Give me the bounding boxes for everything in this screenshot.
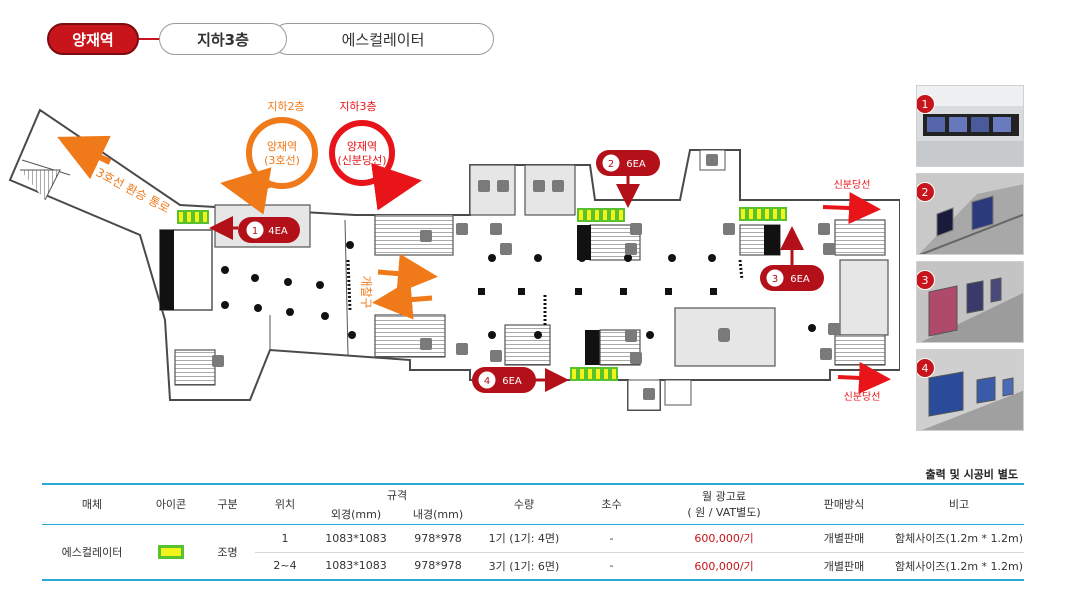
breadcrumb-station[interactable]: 양재역 [47, 23, 139, 55]
cell-sales: 개별판매 [794, 524, 894, 553]
transfer-arrow [57, 135, 112, 180]
table-row: 에스컬레이터 조명 1 1083*1083 978*978 1기 (1기: 4면… [42, 524, 1024, 581]
marker-1-num: 1 [252, 226, 258, 237]
breadcrumb-media[interactable]: 에스컬레이터 [272, 23, 494, 55]
header-sides: 초수 [569, 483, 654, 525]
cell-quantity: 1기 (1기: 4면) [479, 524, 569, 553]
gate-label: 개찰구 [359, 275, 373, 308]
photo-3-number: 3 [917, 270, 935, 290]
sinbundang-station-name: 양재역 [347, 140, 377, 153]
header-type: 구분 [200, 483, 255, 525]
breadcrumb-floor-label: 지하3층 [197, 30, 249, 49]
exit-top-label: 신분당선 [834, 179, 871, 191]
sinbundang-direction-icon [329, 120, 422, 211]
breadcrumb-floor[interactable]: 지하3층 [159, 23, 287, 55]
marker-4[interactable]: 4 6EA [472, 367, 569, 393]
marker-2-num: 2 [608, 159, 614, 170]
cell-remarks: 함체사이즈(1.2m * 1.2m) [894, 552, 1024, 581]
photo-3[interactable]: 3 [916, 261, 1024, 343]
cell-sides: - [569, 524, 654, 553]
marker-2[interactable]: 2 6EA [596, 150, 660, 208]
cell-outer: 1083*1083 [315, 552, 397, 581]
line3-station-name: 양재역 [267, 140, 297, 153]
photo-4-number: 4 [917, 358, 935, 378]
marker-3[interactable]: 3 6EA [760, 226, 824, 291]
cell-position: 2~4 [255, 552, 315, 581]
marker-1-count: 4EA [268, 226, 288, 237]
marker-4-num: 4 [484, 376, 490, 387]
spec-table: 매체 아이콘 구분 위치 규격 수량 초수 월 광고료 ( 원 / VAT별도)… [42, 483, 1024, 581]
cell-outer: 1083*1083 [315, 524, 397, 553]
breadcrumb-media-label: 에스컬레이터 [341, 30, 425, 49]
photo-1-image [917, 86, 1023, 166]
marker-3-count: 6EA [790, 274, 810, 285]
table-row: 2~4 1083*1083 978*978 3기 (1기: 6면) - 600,… [42, 552, 1024, 581]
header-spec: 규격 [315, 483, 479, 504]
header-quantity: 수량 [479, 483, 569, 525]
gates [346, 259, 744, 325]
gate-arrow-in [377, 253, 438, 294]
breadcrumb-connector [135, 38, 163, 40]
sinbundang-station-sub: (신분당선) [337, 154, 386, 167]
marker-4-count: 6EA [502, 376, 522, 387]
cell-icon [142, 524, 200, 581]
photo-4[interactable]: 4 [916, 349, 1024, 431]
line3-direction-icon [220, 117, 318, 215]
marker-2-count: 6EA [626, 159, 646, 170]
cell-sales: 개별판매 [794, 552, 894, 581]
line3-floor-label: 지하2층 [267, 99, 304, 113]
photo-4-image [917, 350, 1023, 430]
header-price-line1: 월 광고료 [702, 490, 746, 504]
pillars [221, 241, 816, 339]
media-placements [177, 207, 787, 381]
header-inner: 내경(mm) [397, 504, 479, 525]
escalator-icons [212, 154, 840, 400]
photo-2-image [917, 174, 1023, 254]
header-price-line2: ( 원 / VAT별도) [687, 506, 761, 520]
sinbundang-floor-label: 지하3층 [339, 99, 376, 113]
header-sales: 판매방식 [794, 483, 894, 525]
cell-inner: 978*978 [397, 552, 479, 581]
photo-3-image [917, 262, 1023, 342]
breadcrumb: 에스컬레이터 지하3층 양재역 [47, 23, 497, 55]
cell-type: 조명 [200, 524, 255, 581]
header-position: 위치 [255, 483, 315, 525]
cell-media: 에스컬레이터 [42, 524, 142, 581]
photo-2-number: 2 [917, 182, 935, 202]
cell-sides: - [569, 552, 654, 581]
cell-price: 600,000/기 [654, 524, 794, 553]
cell-remarks: 함체사이즈(1.2m * 1.2m) [894, 524, 1024, 553]
photo-1-number: 1 [917, 94, 935, 114]
cell-inner: 978*978 [397, 524, 479, 553]
lightbox-legend-icon [158, 544, 184, 559]
marker-1[interactable]: 1 4EA [209, 216, 300, 243]
marker-3-num: 3 [772, 274, 778, 285]
cell-position: 1 [255, 524, 315, 553]
exit-bottom-arrow [837, 361, 891, 394]
header-remarks: 비고 [894, 483, 1024, 525]
photo-1[interactable]: 1 [916, 85, 1024, 167]
exit-bottom-label: 신분당선 [844, 391, 881, 403]
gate-arrow-out [372, 279, 433, 320]
exit-top-arrow [822, 192, 881, 225]
photo-2[interactable]: 2 [916, 173, 1024, 255]
header-media: 매체 [42, 483, 142, 525]
header-outer: 외경(mm) [315, 504, 397, 525]
breadcrumb-station-label: 양재역 [72, 30, 114, 49]
header-price: 월 광고료 ( 원 / VAT별도) [654, 483, 794, 525]
cell-quantity: 3기 (1기: 6면) [479, 552, 569, 581]
cell-price: 600,000/기 [654, 552, 794, 581]
line3-station-sub: (3호선) [264, 154, 300, 167]
floor-plan-map: 지하2층 양재역 (3호선) 지하3층 양재역 (신분당선) 3호선 환승 통로… [8, 99, 900, 411]
cost-note: 출력 및 시공비 별도 [925, 468, 1018, 481]
header-icon: 아이콘 [142, 483, 200, 525]
